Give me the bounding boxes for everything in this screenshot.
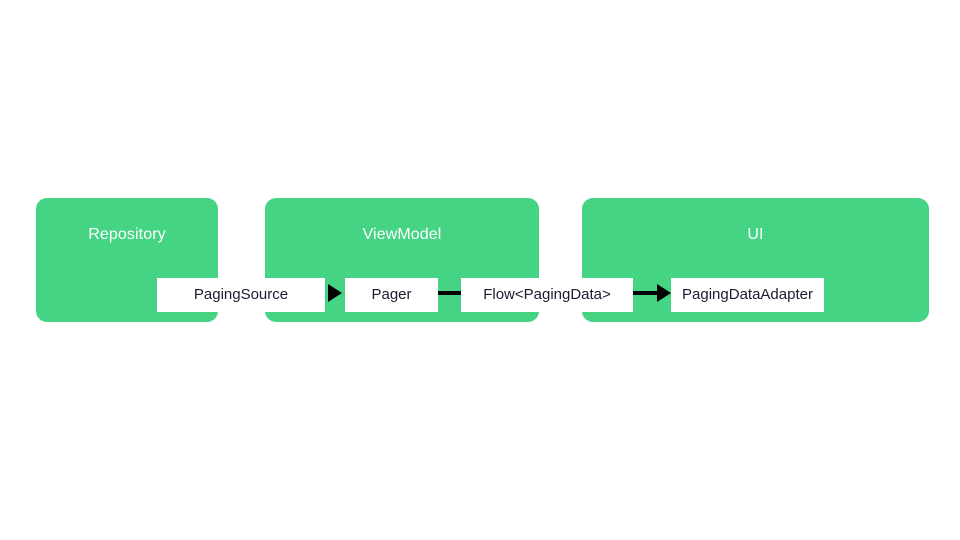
component-box-pager: Pager [345, 278, 438, 312]
layer-title-repository: Repository [88, 226, 166, 243]
component-box-paging-data-adapter: PagingDataAdapter [671, 278, 824, 312]
layer-title-ui: UI [747, 226, 764, 243]
component-box-flow-paging-data: Flow<PagingData> [461, 278, 633, 312]
component-box-paging-source: PagingSource [157, 278, 325, 312]
layer-panel-repository: Repository [36, 198, 218, 322]
layer-title-viewmodel: ViewModel [362, 226, 442, 243]
